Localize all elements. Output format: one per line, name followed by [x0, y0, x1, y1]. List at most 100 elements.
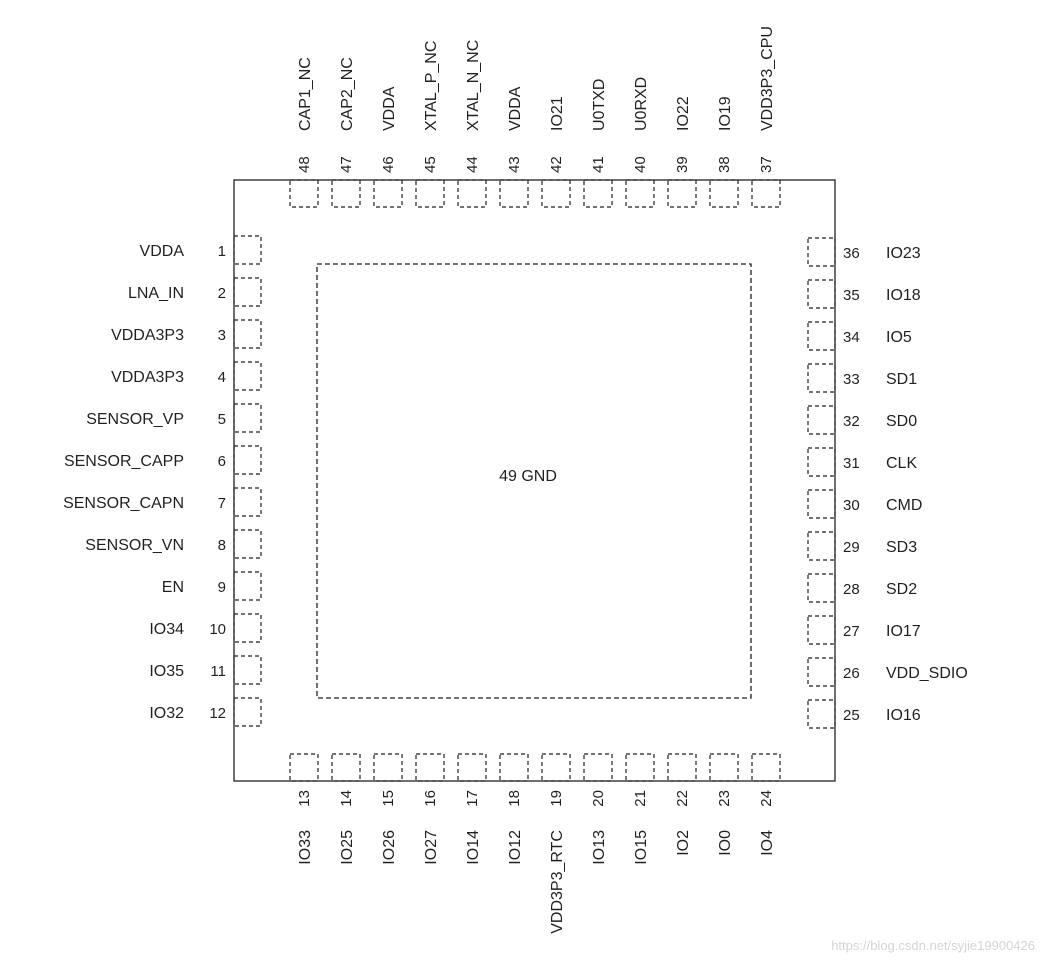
- pin-number: 12: [209, 705, 226, 722]
- pin-pad: [415, 753, 445, 782]
- pin-name: IO18: [886, 287, 921, 304]
- pin-number: 48: [296, 156, 313, 173]
- pin-number: 35: [843, 287, 860, 304]
- pin-pad: [667, 753, 697, 782]
- pin-number: 45: [422, 156, 439, 173]
- pin-name: IO14: [465, 830, 482, 865]
- pin-number: 37: [758, 156, 775, 173]
- pin-pad: [499, 179, 529, 208]
- pin-number: 41: [590, 156, 607, 173]
- pin-pad: [583, 753, 613, 782]
- pin-pad: [233, 403, 262, 433]
- pin-name: IO35: [149, 663, 184, 680]
- pin-number: 38: [716, 156, 733, 173]
- pin-pad: [415, 179, 445, 208]
- pin-pad: [807, 405, 836, 435]
- pin-name: IO33: [297, 830, 314, 865]
- pin-number: 2: [218, 285, 226, 302]
- pin-name: IO32: [149, 705, 184, 722]
- pin-number: 28: [843, 581, 860, 598]
- pin-name: IO0: [717, 830, 734, 856]
- pin-name: SD3: [886, 539, 917, 556]
- pin-pad: [541, 179, 571, 208]
- pin-pad: [807, 531, 836, 561]
- pin-pad: [289, 179, 319, 208]
- pin-number: 21: [632, 790, 649, 807]
- pin-pad: [499, 753, 529, 782]
- pin-pad: [807, 363, 836, 393]
- pin-name: SENSOR_CAPN: [63, 495, 184, 512]
- pin-name: U0RXD: [633, 77, 650, 131]
- pin-pad: [457, 753, 487, 782]
- pin-pad: [709, 753, 739, 782]
- pin-pad: [807, 615, 836, 645]
- pin-name: IO2: [675, 830, 692, 856]
- pin-number: 23: [716, 790, 733, 807]
- pin-number: 25: [843, 707, 860, 724]
- pin-pad: [289, 753, 319, 782]
- pin-pad: [373, 179, 403, 208]
- pin-name: SENSOR_CAPP: [64, 453, 184, 470]
- pin-number: 18: [506, 790, 523, 807]
- pin-number: 42: [548, 156, 565, 173]
- pin-pad: [807, 237, 836, 267]
- pin-name: IO34: [149, 621, 184, 638]
- pin-pad: [331, 179, 361, 208]
- pin-pad: [625, 179, 655, 208]
- pin-number: 15: [380, 790, 397, 807]
- pin-pad: [807, 489, 836, 519]
- pin-number: 14: [338, 790, 355, 807]
- pin-number: 47: [338, 156, 355, 173]
- pin-number: 10: [209, 621, 226, 638]
- pin-name: VDD_SDIO: [886, 665, 968, 682]
- pin-pad: [709, 179, 739, 208]
- pin-pad: [457, 179, 487, 208]
- pin-number: 24: [758, 790, 775, 807]
- pin-pad: [807, 447, 836, 477]
- pin-name: IO26: [381, 830, 398, 865]
- pin-pad: [233, 487, 262, 517]
- pin-name: VDDA: [507, 86, 524, 131]
- ground-pad: [316, 263, 752, 699]
- pin-name: VDD3P3_CPU: [759, 26, 776, 131]
- pin-number: 36: [843, 245, 860, 262]
- pin-name: IO25: [339, 830, 356, 865]
- pin-number: 39: [674, 156, 691, 173]
- pin-number: 20: [590, 790, 607, 807]
- pin-name: IO4: [759, 830, 776, 856]
- pin-name: SD0: [886, 413, 917, 430]
- ground-pad-label: 49 GND: [499, 468, 557, 485]
- pin-number: 32: [843, 413, 860, 430]
- pin-name: IO5: [886, 329, 912, 346]
- pin-number: 6: [218, 453, 226, 470]
- pin-pad: [233, 445, 262, 475]
- pin-name: CMD: [886, 497, 922, 514]
- pin-pad: [583, 179, 613, 208]
- pin-name: CAP1_NC: [297, 57, 314, 131]
- pin-name: IO22: [675, 96, 692, 131]
- pin-pad: [331, 753, 361, 782]
- pin-number: 27: [843, 623, 860, 640]
- pin-name: SENSOR_VN: [85, 537, 184, 554]
- pin-name: XTAL_N_NC: [465, 40, 482, 131]
- pin-pad: [807, 573, 836, 603]
- pin-name: SENSOR_VP: [86, 411, 184, 428]
- pin-name: IO16: [886, 707, 921, 724]
- pin-number: 43: [506, 156, 523, 173]
- pin-number: 4: [218, 369, 226, 386]
- pin-name: XTAL_P_NC: [423, 41, 440, 131]
- pin-number: 11: [210, 663, 226, 680]
- pin-number: 22: [674, 790, 691, 807]
- pin-pad: [625, 753, 655, 782]
- pin-name: IO13: [591, 830, 608, 865]
- pin-pad: [807, 279, 836, 309]
- pin-name: VDDA3P3: [111, 327, 184, 344]
- pin-pad: [233, 655, 262, 685]
- pin-number: 13: [296, 790, 313, 807]
- pin-pad: [233, 277, 262, 307]
- pin-pad: [233, 697, 262, 727]
- pin-name: U0TXD: [591, 79, 608, 131]
- pin-name: IO12: [507, 830, 524, 865]
- pin-pad: [233, 319, 262, 349]
